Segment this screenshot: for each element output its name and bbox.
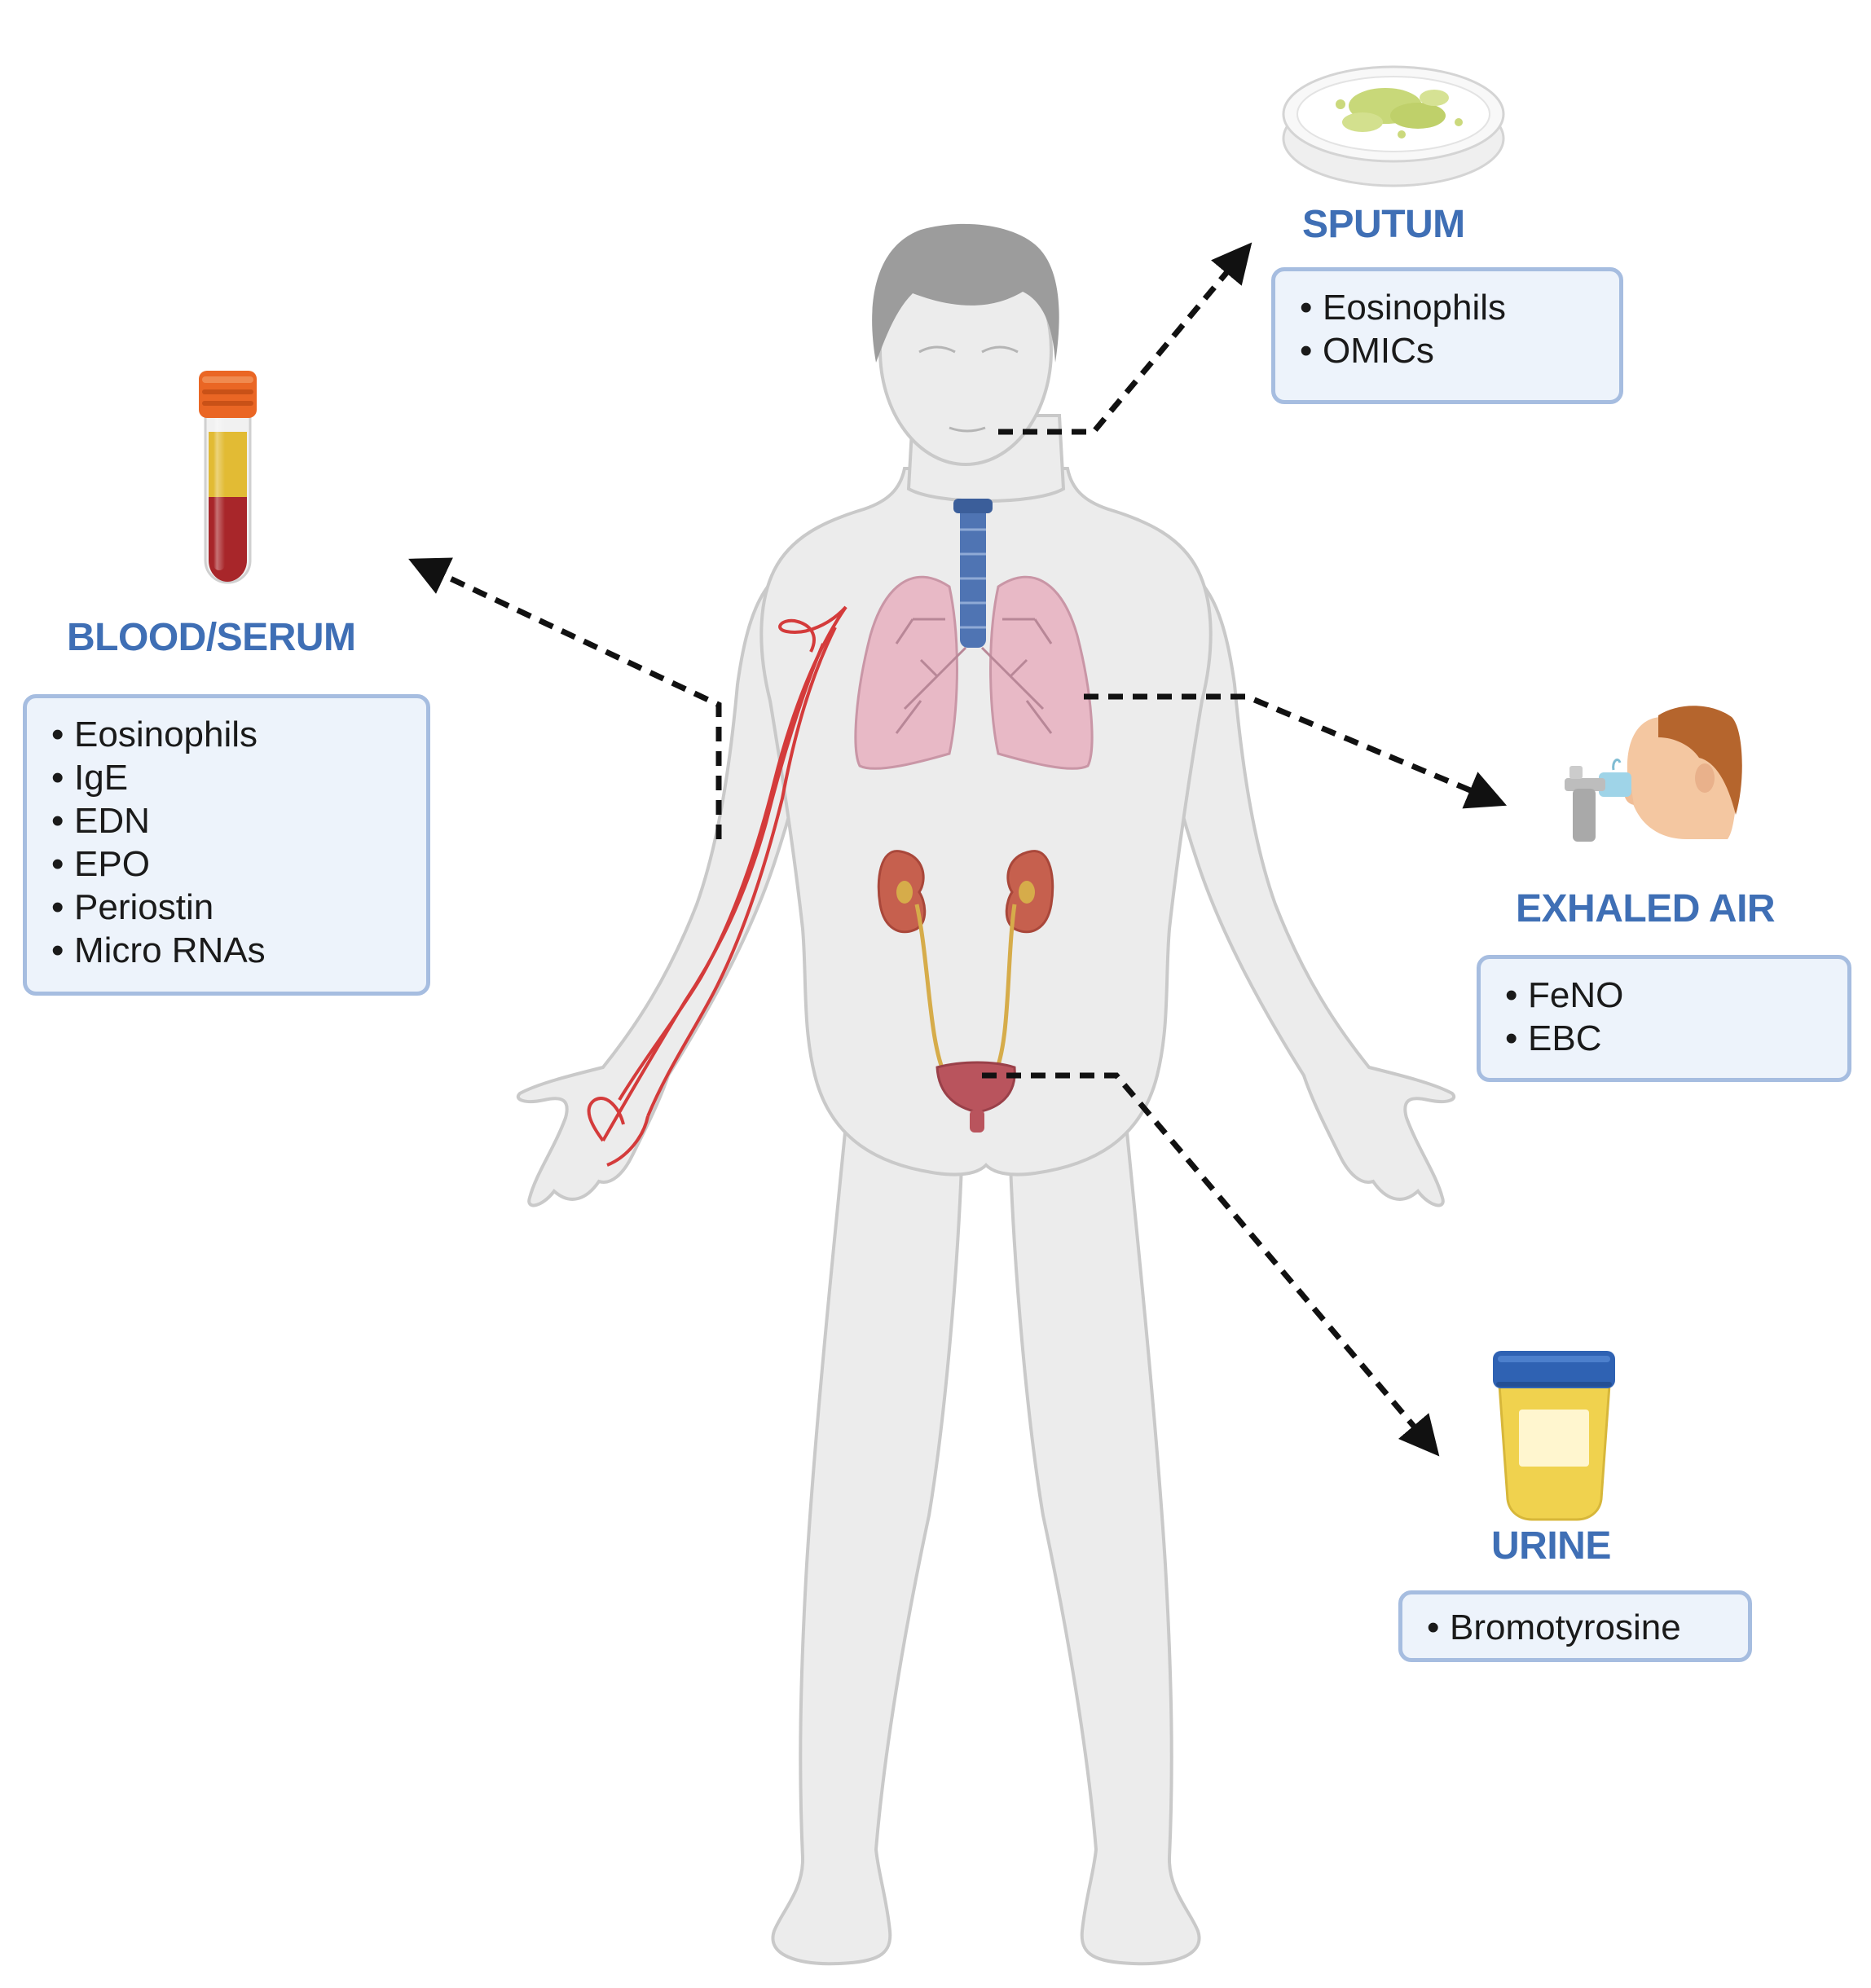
exhaled-air-panel: •FeNO •EBC xyxy=(1477,955,1851,1082)
bullet: • xyxy=(1300,288,1313,328)
bullet: • xyxy=(51,801,64,841)
urine-cup-icon xyxy=(1493,1351,1615,1521)
trachea xyxy=(953,499,993,648)
list-item-text: IgE xyxy=(74,758,129,798)
bullet: • xyxy=(1427,1608,1440,1647)
list-item-text: FeNO xyxy=(1528,975,1624,1015)
connectors xyxy=(408,242,1508,1457)
list-item: •OMICs xyxy=(1300,329,1595,372)
mouth xyxy=(949,426,986,433)
right-leg xyxy=(1008,1105,1201,1966)
arrow-to-sputum xyxy=(998,242,1252,435)
bullet: • xyxy=(51,887,64,927)
list-item: •Eosinophils xyxy=(1300,286,1595,329)
list-item: •Micro RNAs xyxy=(51,929,402,972)
list-item-text: Bromotyrosine xyxy=(1450,1608,1681,1647)
list-item-text: Eosinophils xyxy=(74,715,258,754)
list-item: •FeNO xyxy=(1505,974,1823,1017)
list-item-text: Micro RNAs xyxy=(74,930,266,970)
right-eye xyxy=(981,345,1019,354)
bullet: • xyxy=(51,930,64,970)
list-item: • Bromotyrosine xyxy=(1427,1606,1724,1649)
blood-serum-list: •Eosinophils •IgE •EDN •EPO •Periostin •… xyxy=(51,713,402,972)
human-body-icon xyxy=(517,223,1455,1966)
left-leg xyxy=(771,1105,964,1966)
arrow-to-urine xyxy=(982,1072,1440,1457)
left-lung xyxy=(854,575,958,770)
petri-dish-icon xyxy=(1282,65,1505,187)
right-lung xyxy=(989,575,1094,770)
right-arm xyxy=(1151,560,1455,1207)
arrow-to-exhaled-air xyxy=(1084,693,1508,809)
bullet: • xyxy=(1300,331,1313,371)
exhaled-air-list: •FeNO •EBC xyxy=(1505,974,1823,1060)
list-item: •EBC xyxy=(1505,1017,1823,1060)
hair xyxy=(872,223,1059,363)
left-arm xyxy=(517,560,821,1207)
list-item-text: EBC xyxy=(1528,1018,1602,1058)
sputum-title: SPUTUM xyxy=(1302,203,1465,246)
list-item: • Eosinophils xyxy=(51,713,402,756)
arrow-to-blood xyxy=(408,557,722,839)
list-item: •EPO xyxy=(51,842,402,886)
blood-serum-panel: •Eosinophils •IgE •EDN •EPO •Periostin •… xyxy=(23,694,430,996)
bullet: • xyxy=(1505,975,1518,1015)
breath-test-icon xyxy=(1565,706,1742,842)
list-item-text: OMICs xyxy=(1323,331,1434,371)
list-item: •IgE xyxy=(51,756,402,799)
blood-tube-icon xyxy=(199,371,257,584)
urine-title: URINE xyxy=(1491,1524,1611,1568)
bronchial-tree xyxy=(895,618,1053,734)
list-item-text: Eosinophils xyxy=(1323,288,1507,328)
blood-serum-title: BLOOD/SERUM xyxy=(67,616,356,659)
bullet: • xyxy=(51,715,64,754)
bullet: • xyxy=(51,844,64,884)
list-item-text: EPO xyxy=(74,844,150,884)
left-eye xyxy=(918,345,956,354)
bullet: • xyxy=(51,758,64,798)
exhaled-air-title: EXHALED AIR xyxy=(1516,887,1776,930)
urine-panel: • Bromotyrosine xyxy=(1398,1590,1752,1662)
ureters xyxy=(914,904,1017,1077)
list-item: •Periostin xyxy=(51,886,402,929)
list-item: •EDN xyxy=(51,799,402,842)
list-item-text: Periostin xyxy=(74,887,214,927)
list-item-text: EDN xyxy=(74,801,150,841)
sputum-list: •Eosinophils •OMICs xyxy=(1300,286,1595,372)
arm-arteries xyxy=(587,605,847,1167)
bullet: • xyxy=(1505,1018,1518,1058)
urine-list: • Bromotyrosine xyxy=(1427,1606,1724,1649)
sputum-panel: •Eosinophils •OMICs xyxy=(1271,267,1623,404)
